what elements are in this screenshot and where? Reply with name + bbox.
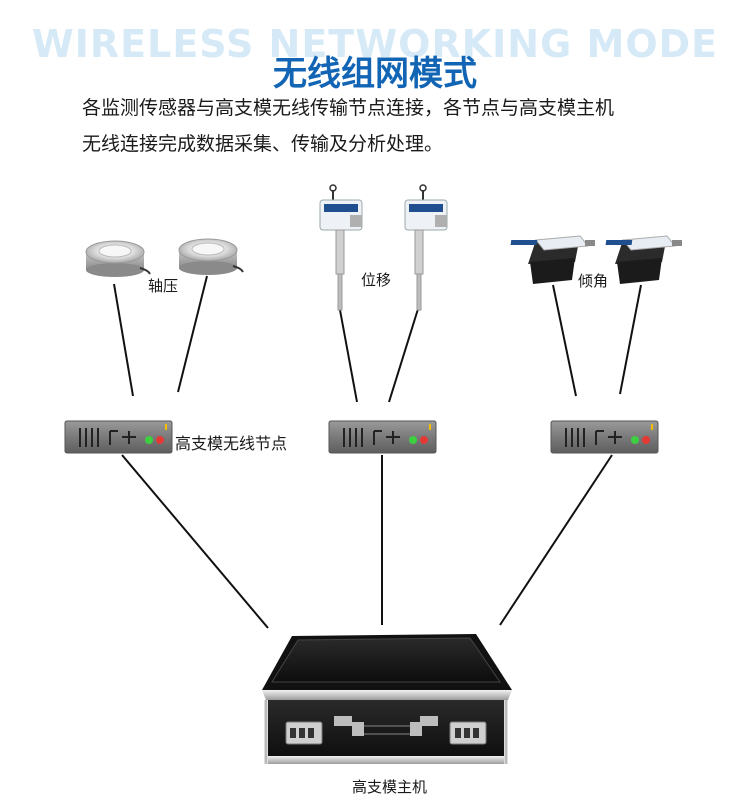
wireless-node-center-icon <box>328 420 437 454</box>
link-axial-2 <box>177 275 208 393</box>
wireless-node-label: 高支模无线节点 <box>175 434 288 453</box>
page-title: 无线组网模式 <box>273 54 477 94</box>
connection-lines <box>113 275 642 629</box>
description-line-2: 无线连接完成数据采集、传输及分析处理。 <box>82 133 444 155</box>
axial-sensor-1-icon <box>85 240 151 277</box>
tilt-sensor-1-icon <box>510 235 595 284</box>
displacement-label: 位移 <box>361 271 392 289</box>
tilt-label: 倾角 <box>578 272 609 290</box>
link-axial-1 <box>113 283 134 397</box>
link-node-left-host <box>121 454 269 629</box>
tilt-sensor-2-icon <box>605 235 682 284</box>
description-line-1: 各监测传感器与高支模无线传输节点连接，各节点与高支模主机 <box>82 97 615 119</box>
link-displacement-2 <box>388 308 419 403</box>
link-tilt-1 <box>552 284 577 397</box>
link-tilt-2 <box>619 284 642 395</box>
displacement-sensor-1-icon <box>319 184 363 311</box>
host-label: 高支模主机 <box>352 778 428 796</box>
link-node-right-host <box>499 454 613 626</box>
host-case-icon <box>262 634 512 764</box>
wireless-node-right-icon <box>550 420 659 454</box>
wireless-node-left-icon <box>64 420 173 454</box>
background-title: WIRELESS NETWORKING MODE <box>31 22 719 66</box>
link-displacement-1 <box>339 309 358 403</box>
displacement-sensor-2-icon <box>404 184 448 311</box>
axial-sensor-2-icon <box>178 238 244 275</box>
axial-label: 轴压 <box>148 277 179 295</box>
